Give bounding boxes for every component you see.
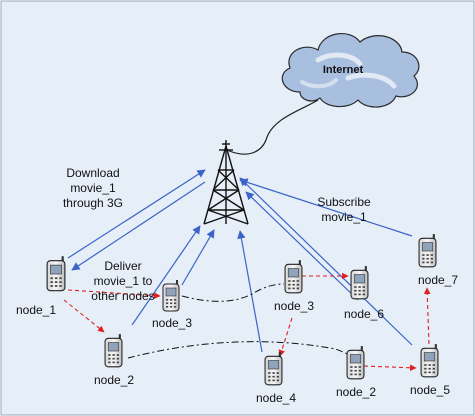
phone-node6-icon	[350, 266, 369, 300]
node-label-node4: node_4	[256, 391, 296, 405]
backhaul-cable	[226, 99, 319, 155]
subscribe-line-1: Subscribe	[317, 195, 371, 209]
deliver-line-1: Deliver	[104, 259, 141, 273]
deliver-node1-node2	[63, 299, 105, 333]
peer-paths	[127, 283, 349, 359]
phone-node3b-icon	[284, 260, 303, 294]
peer-path-node2	[127, 341, 349, 359]
subscribe-annotation: Subscribe movie_1	[317, 195, 371, 224]
uplink-node1-b	[71, 181, 206, 271]
uplink-node1-a	[67, 169, 206, 259]
phone-node4-icon	[264, 352, 283, 386]
node-label-node5: node_5	[410, 383, 450, 397]
download-line-2: movie_1	[70, 181, 116, 195]
phone-node5-icon	[420, 344, 439, 378]
phone-node7-icon	[418, 234, 437, 268]
deliver-node2-node5	[363, 364, 417, 372]
node-label-node1: node_1	[16, 303, 56, 317]
phone-node2b-icon	[346, 346, 365, 380]
uplink-node3a-a	[131, 225, 201, 326]
node-label-node7: node_7	[418, 273, 458, 287]
node-label-node3a: node_3	[152, 316, 192, 330]
uplink-node3a-b	[181, 229, 215, 286]
subscribe-line-2: movie_1	[321, 210, 367, 224]
node-label-node3b: node_3	[274, 299, 314, 313]
phone-node2-icon	[104, 334, 123, 368]
uplink-node5	[239, 177, 413, 346]
node-label-node2: node_2	[94, 373, 134, 387]
deliver-line-3: other nodes	[91, 289, 154, 303]
uplink-arrows	[67, 169, 413, 353]
download-annotation: Download movie_1 through 3G	[63, 166, 123, 210]
node-label-node6: node_6	[344, 307, 384, 321]
internet-cloud: Internet	[281, 33, 420, 108]
node-label-node2b: node_2	[336, 385, 376, 399]
peer-path-node3	[181, 283, 285, 302]
deliver-annotation: Deliver movie_1 to other nodes	[91, 259, 154, 303]
uplink-node6	[245, 191, 359, 301]
deliver-line-2: movie_1 to	[94, 274, 153, 288]
deliver-node5-node7	[423, 287, 431, 345]
uplink-node4	[237, 230, 263, 353]
deliver-node1-node3	[67, 289, 161, 299]
delivery-arrows	[63, 272, 431, 372]
phone-node3a-icon	[162, 280, 180, 312]
download-line-1: Download	[66, 166, 119, 180]
uplink-node7	[239, 178, 413, 237]
internet-label: Internet	[323, 64, 364, 76]
phone-node1-icon	[46, 256, 66, 292]
cell-tower	[203, 140, 249, 225]
node-labels: node_1 node_3 node_2 node_3 node_6 node_…	[16, 273, 458, 405]
download-line-3: through 3G	[63, 196, 123, 210]
